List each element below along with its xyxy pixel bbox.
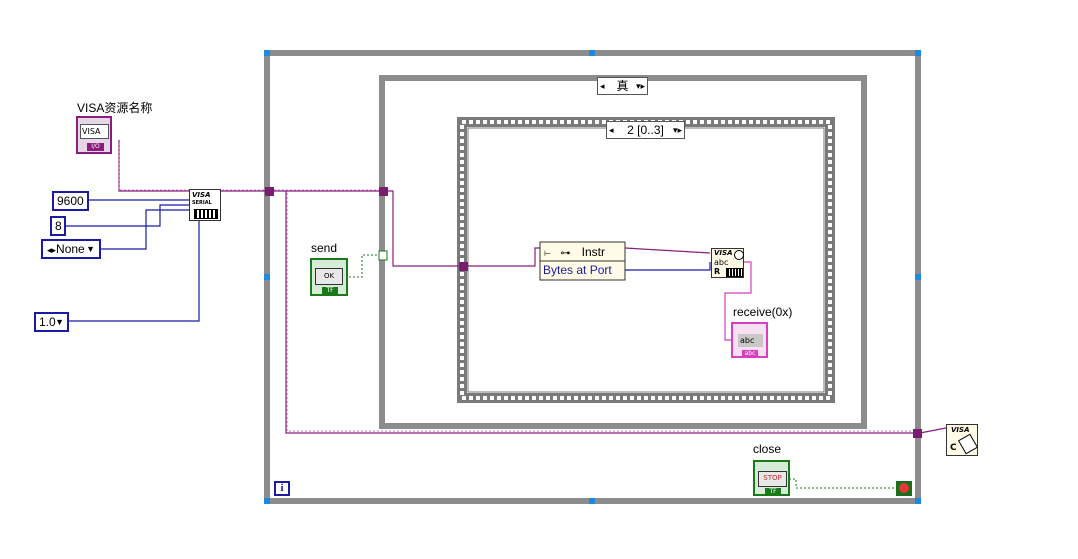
tf-badge: TF bbox=[322, 287, 338, 294]
parity-arrows-icon: ◂▸ bbox=[47, 245, 57, 255]
case-dropdown-arrow-icon: ▾▸ bbox=[635, 81, 645, 91]
case-prev-arrow-icon: ◂ bbox=[600, 81, 605, 91]
visa-tag: VISA bbox=[951, 426, 970, 434]
dropdown-arrow-icon: ▼ bbox=[55, 317, 64, 327]
tf-badge: TF bbox=[765, 488, 781, 495]
send-label: send bbox=[311, 241, 338, 255]
property-node-class: Instr bbox=[581, 245, 605, 259]
port-icon bbox=[726, 268, 743, 277]
iteration-terminal[interactable]: i bbox=[274, 481, 290, 496]
stop-button-glyph: STOP bbox=[758, 471, 787, 487]
parity-value: None bbox=[56, 242, 85, 256]
string-wires[interactable] bbox=[724, 261, 752, 341]
property-node-bytes-at-port[interactable]: Bytes at Port bbox=[543, 263, 612, 277]
send-button-control[interactable]: OK TF bbox=[310, 258, 348, 296]
ref-arrow-icon: ⊢ bbox=[544, 249, 551, 258]
close-c-tag: C bbox=[950, 443, 957, 453]
receive-indicator[interactable]: abc abc bbox=[731, 322, 768, 358]
abc-badge: abc bbox=[742, 350, 758, 357]
serial-tag: SERIAL bbox=[192, 200, 212, 206]
receive-label: receive(0x) bbox=[733, 305, 793, 319]
timeout-value: 1.0 bbox=[39, 315, 56, 329]
visa-resource-label: VISA资源名称 bbox=[77, 101, 153, 115]
sequence-selector-value: 2 [0..3] bbox=[627, 123, 664, 137]
visa-configure-serial-node[interactable]: VISA SERIAL bbox=[189, 189, 221, 221]
io-badge: I/O bbox=[87, 143, 104, 151]
visa-tunnels[interactable] bbox=[265, 187, 922, 438]
close-document-icon bbox=[957, 433, 979, 455]
key-icon: ⊶ bbox=[560, 248, 571, 259]
sequence-selector[interactable]: ◂ 2 [0..3] ▾▸ bbox=[606, 121, 685, 139]
abc-tag: abc bbox=[714, 258, 729, 267]
visa-read-node[interactable]: VISA abc R bbox=[711, 248, 744, 278]
visa-tag: VISA bbox=[714, 249, 733, 257]
seq-next-arrow-icon: ▾▸ bbox=[672, 125, 682, 135]
timeout-constant[interactable]: 1.0▼ bbox=[34, 312, 69, 332]
case-selector[interactable]: ◂ 真 ▾▸ bbox=[597, 77, 648, 95]
data-bits-constant[interactable]: 8 bbox=[50, 216, 66, 236]
numeric-wires[interactable] bbox=[65, 199, 711, 322]
abc-display: abc bbox=[738, 334, 763, 347]
close-stop-control[interactable]: STOP TF bbox=[753, 460, 790, 496]
baud-rate-constant[interactable]: 9600 bbox=[52, 191, 89, 211]
serial-port-icon bbox=[194, 209, 218, 219]
ok-button-glyph: OK bbox=[315, 268, 343, 285]
read-r-tag: R bbox=[714, 267, 721, 276]
loop-handles[interactable] bbox=[264, 50, 921, 504]
parity-constant[interactable]: ◂▸None▼ bbox=[41, 239, 101, 259]
dropdown-arrow-icon: ▼ bbox=[86, 244, 95, 254]
property-node-header[interactable]: ⊢ ⊶ Instr bbox=[544, 244, 622, 260]
boolean-wires[interactable] bbox=[349, 254, 896, 489]
visa-tag: VISA bbox=[192, 191, 211, 199]
seq-prev-arrow-icon: ◂ bbox=[609, 125, 614, 135]
clock-icon bbox=[734, 250, 744, 260]
close-label: close bbox=[753, 442, 782, 456]
case-selector-value: 真 bbox=[616, 79, 629, 93]
visa-close-node[interactable]: VISA C bbox=[946, 424, 979, 456]
boolean-tunnel[interactable] bbox=[378, 250, 388, 261]
visa-tag: VISA bbox=[80, 124, 109, 139]
visa-resource-control[interactable]: VISA I/O bbox=[76, 116, 112, 154]
